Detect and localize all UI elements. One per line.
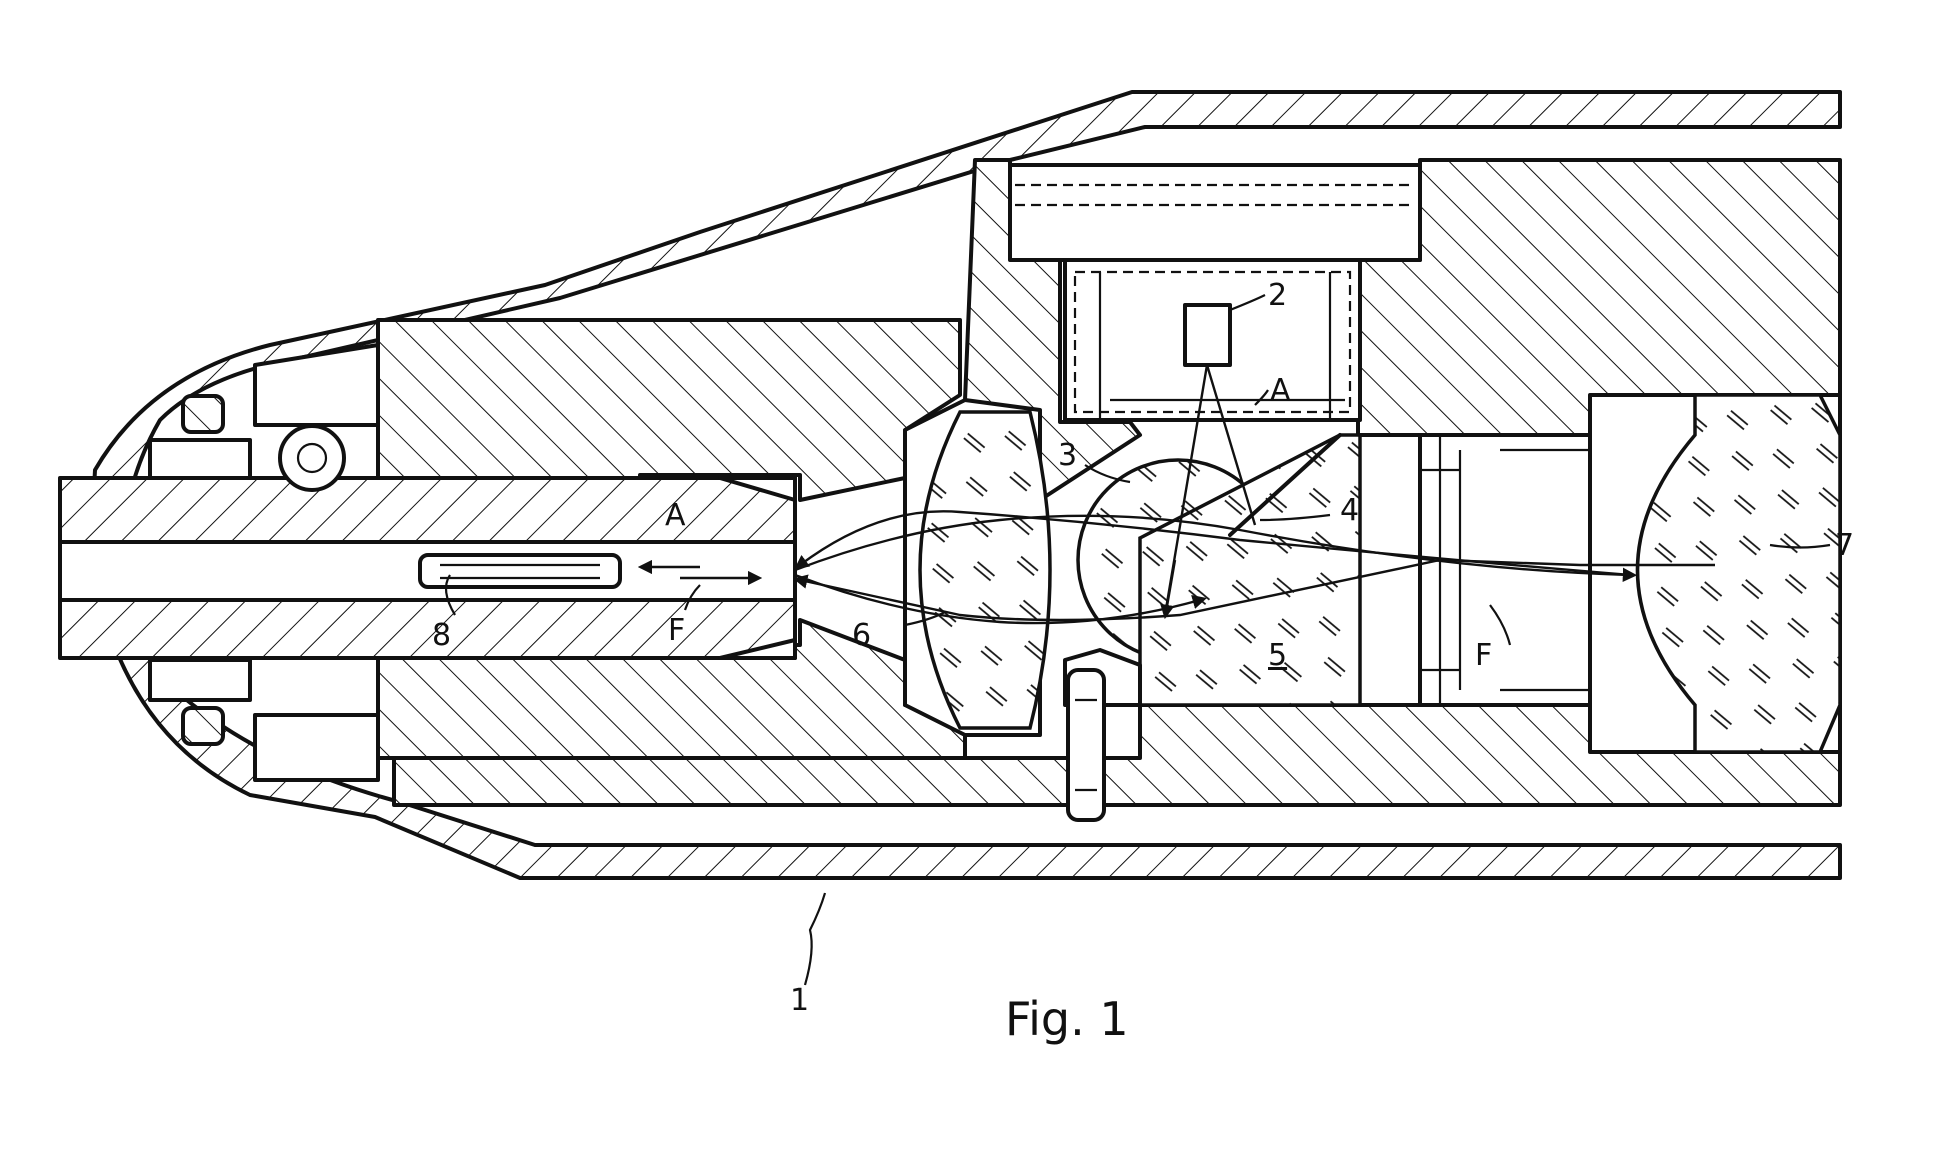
label-F-right: F (1475, 638, 1492, 673)
label-7: 7 (1835, 528, 1854, 563)
label-4: 4 (1340, 493, 1359, 528)
lens-6 (905, 400, 1050, 735)
label-A-top: A (1270, 373, 1291, 408)
label-8: 8 (432, 618, 451, 653)
lens-7 (1590, 395, 1840, 752)
ball-icon (280, 426, 344, 490)
label-A-left: A (665, 498, 686, 533)
label-3: 3 (1058, 438, 1077, 473)
label-F-left: F (668, 613, 685, 648)
label-2: 2 (1268, 278, 1287, 313)
label-6: 6 (852, 618, 871, 653)
figure-caption: Fig. 1 (1005, 992, 1129, 1046)
light-source-housing (1010, 165, 1420, 420)
fiber-8 (420, 555, 620, 587)
label-1: 1 (790, 983, 809, 1018)
label-5: 5 (1268, 638, 1287, 673)
stud (1068, 670, 1104, 820)
